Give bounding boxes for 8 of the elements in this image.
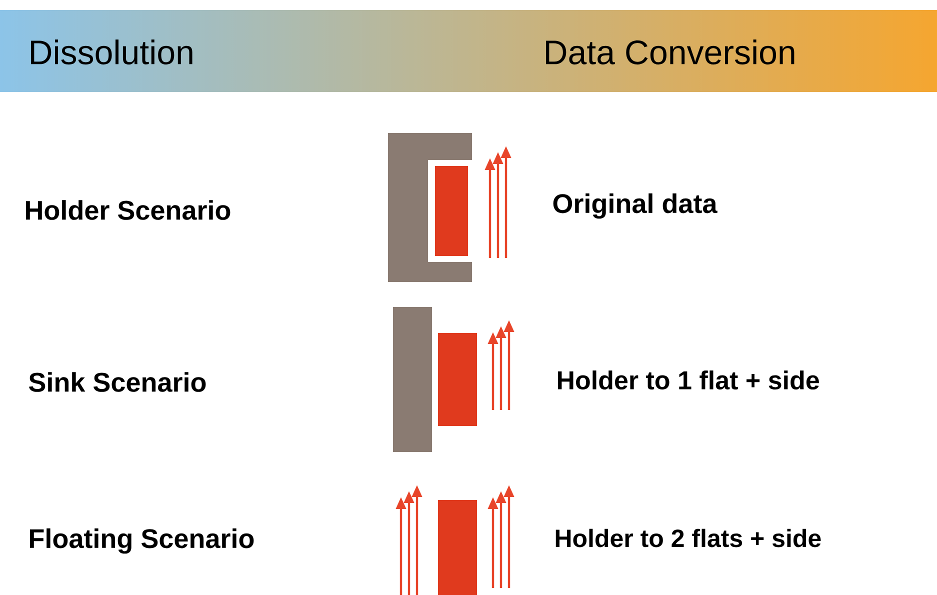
row-label: Sink Scenario [28,372,206,392]
conversion-label: Holder to 1 flat + side [558,370,819,390]
column-heading: Data Conversion [546,40,794,64]
column-heading: Dissolution [31,40,192,64]
conversion-label: Original data [553,193,718,219]
conversion-label: Holder to 2 flats + side [556,528,821,548]
row-label: Floating Scenario [30,528,254,554]
row-label: Holder Scenario [26,200,230,220]
